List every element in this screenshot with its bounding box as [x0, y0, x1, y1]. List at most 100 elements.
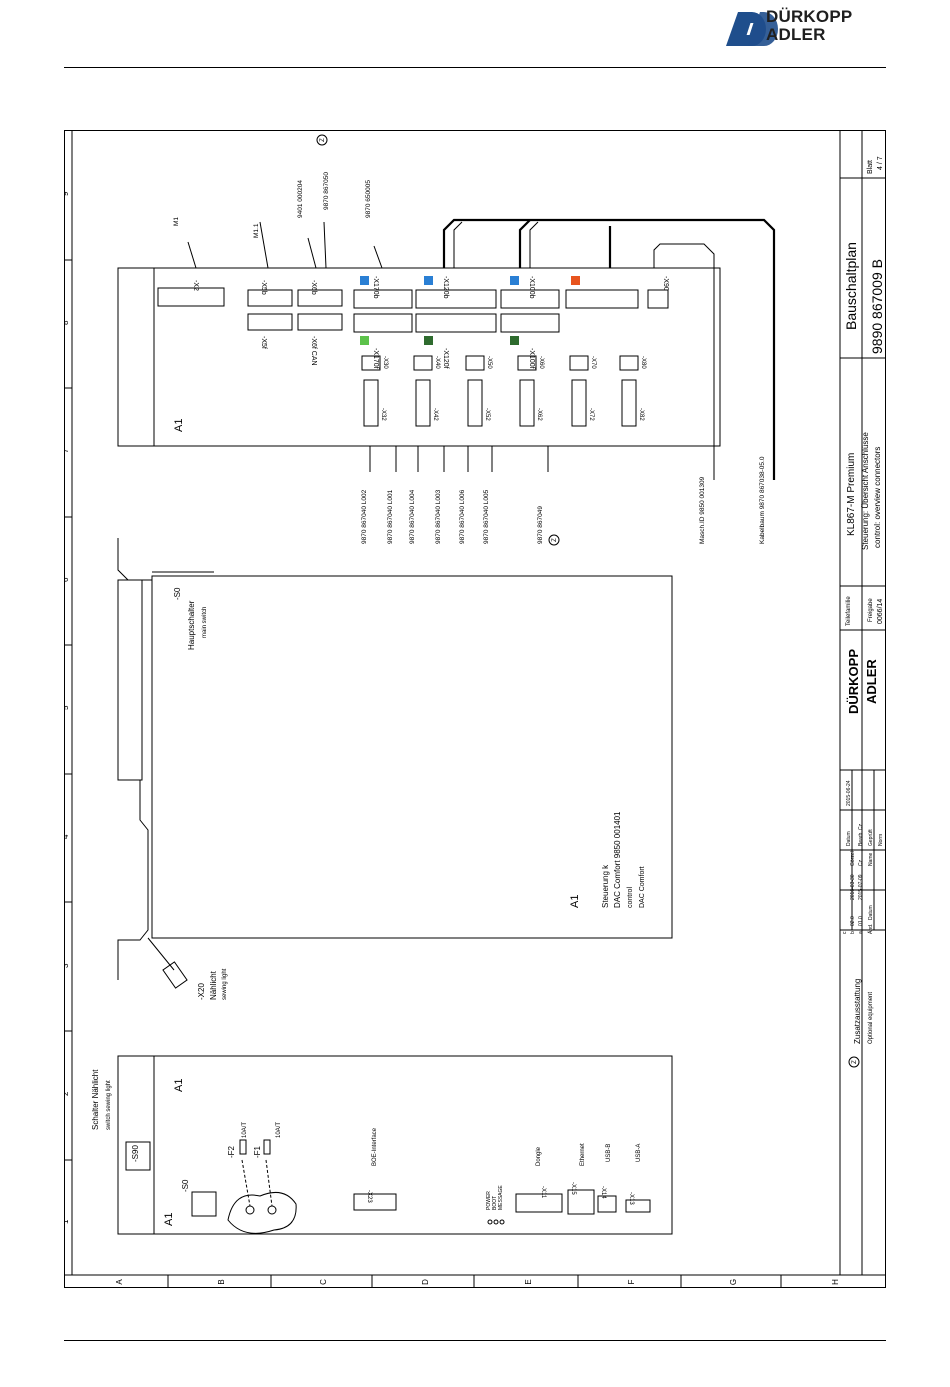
led-message: MESSAGE — [498, 1185, 504, 1210]
title-subtitle-en: control: overview connectors — [873, 447, 882, 548]
title-main: Bauschaltplan — [843, 242, 859, 330]
conn-x120b: -X120b — [442, 276, 449, 299]
conn-x70: -X70 — [590, 356, 596, 369]
led-boot: BOOT — [492, 1196, 498, 1210]
z-marker-mid: Z — [552, 538, 558, 542]
sewing-light-en: sewing light — [222, 968, 228, 1000]
title-sheet-value: 4 / 7 — [877, 156, 884, 170]
col-label-6: 6 — [64, 577, 70, 582]
upper-frame: A1 -X2 -X5b -X — [117, 267, 721, 447]
conn-x5f: -X5f — [260, 336, 267, 349]
main-switch-label: -S0 — [173, 587, 182, 600]
rev-row-head-1: Datum — [868, 905, 874, 920]
rev-row-a-3: Cz — [858, 859, 864, 866]
boe-label: BOE-Interface — [372, 1127, 378, 1166]
header-rule — [64, 67, 886, 68]
lower-frame — [117, 1055, 673, 1235]
wire-label-l001: 9870 867040 L001 — [387, 489, 394, 544]
conn-x80: -X80 — [640, 356, 646, 369]
sewing-light-label: -X20 — [197, 983, 206, 1000]
wire-label-l002: 9870 867040 L002 — [361, 489, 368, 544]
row-label-h: H — [831, 1279, 840, 1285]
title-date-value: 2015-06-24 — [846, 780, 852, 806]
conn-x100b: -X100b — [528, 276, 535, 299]
wire-label-l005: 9870 867040 L005 — [483, 489, 490, 544]
title-parts-label: Teilefamilie — [846, 596, 852, 626]
title-date-label: Datum — [846, 831, 852, 846]
rev-row-b-1: 02.0 — [850, 916, 856, 926]
col-label-3: 3 — [64, 963, 70, 968]
wire-label-m1-1: M1.1 — [253, 223, 260, 238]
title-check-label: Geprüft — [868, 829, 874, 846]
optional-marker: Z — [852, 1060, 858, 1064]
col-label-9: 9 — [64, 191, 70, 196]
col-label-2: 2 — [64, 1091, 70, 1096]
led-power: POWER — [486, 1191, 492, 1210]
middle-frame-id: A1 — [569, 895, 581, 908]
row-label-a: A — [115, 1279, 124, 1285]
conn-x60: -X60 — [538, 356, 544, 369]
title-edit-value: Cz — [858, 823, 864, 830]
wire-label-650005: 9870 650005 — [365, 180, 372, 218]
conn-x90: -X90 — [662, 276, 669, 291]
title-sheet-label: Blatt — [867, 160, 874, 174]
lower-frame-id-a: A1 — [163, 1213, 175, 1226]
dongle-label: Dongle — [536, 1146, 542, 1166]
col-label-5: 5 — [64, 705, 70, 710]
lower-frame-id-b: A1 — [173, 1079, 185, 1092]
company-name-line2: ADLER — [766, 25, 826, 44]
row-label-f: F — [627, 1279, 636, 1284]
ethernet-label: Ethernet — [580, 1143, 586, 1166]
row-label-e: E — [524, 1279, 533, 1284]
wire-label-867050: 9870 867050 — [323, 172, 330, 210]
s90-en: switch sewing light — [106, 1080, 112, 1130]
s0-label: -S0 — [181, 1179, 190, 1192]
wire-label-l004: 9870 867040 L004 — [409, 489, 416, 544]
title-doc-no: 9890 867009 B — [869, 259, 885, 354]
s90-label: -S90 — [131, 1145, 140, 1162]
conn-x52: -X52 — [484, 408, 490, 421]
fuse-f1: -F1 — [253, 1145, 262, 1158]
rev-row-b-3: Görzel — [850, 851, 856, 866]
rev-row-b-0: b — [850, 931, 856, 934]
rev-row-c-0: c — [842, 931, 848, 934]
schematic-sheet: A B C D E F G H 9 8 7 6 5 4 3 2 1 A1 — [64, 130, 886, 1288]
wire-label-masch-id: Masch.ID 9850 001309 — [699, 476, 706, 544]
x23-label: -X23 — [366, 1190, 372, 1203]
title-product: KL867-M Premium — [846, 453, 857, 536]
rev-row-head-0: Änd. — [867, 924, 874, 934]
title-release-value: 0066/14 — [877, 599, 884, 624]
company-name: DÜRKOPP ADLER — [766, 8, 852, 44]
x13-label: -X13 — [628, 1192, 634, 1205]
rev-row-a-0: a — [858, 931, 864, 934]
conn-x40: -X40 — [434, 356, 440, 369]
s90-de: Schalter Nählicht — [91, 1069, 100, 1130]
conn-x50: -X50 — [486, 356, 492, 369]
row-label-c: C — [319, 1279, 328, 1285]
conn-x6b: -X6b — [310, 280, 317, 295]
fuse-f1-rating: 10A/T — [276, 1122, 282, 1138]
wire-label-867049: 9870 867049 — [537, 506, 544, 544]
usb-b-label: USB-B — [606, 1144, 612, 1162]
upper-frame-id: A1 — [173, 419, 185, 432]
x11-label: -X11 — [540, 1186, 546, 1199]
rev-row-a-1: 01.0 — [858, 916, 864, 926]
conn-x42: -X42 — [432, 408, 438, 421]
title-logo-line1: DÜRKOPP — [846, 649, 861, 714]
conn-x5b: -X5b — [260, 280, 267, 295]
z-marker-top: Z — [320, 138, 326, 142]
row-label-g: G — [729, 1279, 738, 1285]
row-label-b: B — [217, 1279, 226, 1284]
title-norm-label: Norm — [878, 834, 884, 846]
main-switch-en: main switch — [202, 607, 208, 638]
conn-x170b: -X170b — [372, 276, 379, 299]
wire-label-kabelbaum: Kabelbaum 9870 867038-05.0 — [759, 456, 766, 544]
control-line-3: control — [627, 887, 634, 908]
control-line-4: DAC Comfort — [639, 866, 646, 908]
fuse-f2-rating: 10A/T — [242, 1122, 248, 1138]
conn-x82: -X82 — [638, 408, 644, 421]
conn-x2: -X2 — [192, 280, 199, 291]
col-label-4: 4 — [64, 834, 70, 839]
control-line-1: Steuerung k — [601, 864, 610, 908]
company-logo-icon — [725, 12, 778, 46]
